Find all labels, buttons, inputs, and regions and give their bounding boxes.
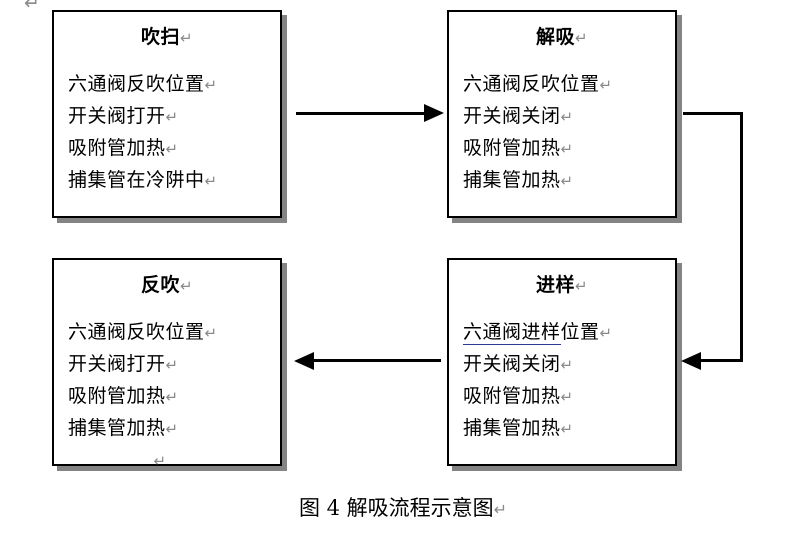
paragraph-mark: ↵: [204, 324, 218, 342]
flow-box-line: 捕集管加热↵: [68, 413, 280, 445]
flow-box-line-text: 开关阀关闭: [463, 105, 561, 127]
flow-box-line-text-underlined: 六通阀进样: [463, 321, 561, 345]
paragraph-mark: ↵: [560, 172, 574, 190]
flow-box-line: 捕集管在冷阱中↵: [68, 165, 280, 197]
paragraph-mark: ↵: [599, 324, 613, 342]
flow-box-title: 反吹↵: [54, 276, 280, 295]
flow-box-line: 开关阀关闭↵: [463, 101, 675, 133]
paragraph-mark: ↵: [204, 76, 218, 94]
connector-chui-sao-to-jie-xi-line: [296, 112, 424, 115]
connector-jin-yang-to-fan-chui-line: [313, 359, 441, 362]
flow-box-line: 捕集管加热↵: [463, 413, 675, 445]
flow-box-line-text: 六通阀反吹位置: [68, 321, 205, 343]
flow-box-line: 捕集管加热↵: [463, 165, 675, 197]
figure-caption: 图 4 解吸流程示意图↵: [0, 498, 806, 519]
flow-box-line: 六通阀反吹位置↵: [68, 69, 280, 101]
flow-box-line-text: 吸附管加热: [463, 385, 561, 407]
flow-box-title-text: 进样: [535, 274, 575, 296]
paragraph-mark: ↵: [165, 108, 179, 126]
flow-box-line-text: 捕集管加热: [463, 417, 561, 439]
flow-box-line-text: 吸附管加热: [68, 385, 166, 407]
flow-box-line-text: 捕集管加热: [463, 169, 561, 191]
flow-box-title: 吹扫↵: [54, 28, 280, 47]
flow-box-line-text: 六通阀反吹位置: [463, 73, 600, 95]
paragraph-mark: ↵: [493, 500, 508, 519]
paragraph-mark: ↵: [560, 108, 574, 126]
paragraph-mark: ↵: [165, 356, 179, 374]
flow-box-line: 吸附管加热↵: [68, 381, 280, 413]
flow-box-empty-line: ↵: [68, 445, 280, 477]
flow-box-line-text: 捕集管在冷阱中: [68, 169, 205, 191]
paragraph-mark: ↵: [165, 388, 179, 406]
flow-box-lines: 六通阀反吹位置↵ 开关阀打开↵ 吸附管加热↵ 捕集管加热↵ ↵: [54, 317, 280, 477]
flow-box-chui-sao[interactable]: 吹扫↵ 六通阀反吹位置↵ 开关阀打开↵ 吸附管加热↵ 捕集管在冷阱中↵: [52, 10, 282, 218]
flow-box-line-text: 开关阀关闭: [463, 353, 561, 375]
flow-box-lines: 六通阀反吹位置↵ 开关阀打开↵ 吸附管加热↵ 捕集管在冷阱中↵: [54, 69, 280, 197]
flow-box-line: 六通阀进样位置↵: [463, 317, 675, 349]
flow-box-jie-xi[interactable]: 解吸↵ 六通阀反吹位置↵ 开关阀关闭↵ 吸附管加热↵ 捕集管加热↵: [447, 10, 677, 218]
flow-box-line: 开关阀打开↵: [68, 101, 280, 133]
paragraph-mark: ↵: [560, 140, 574, 158]
stray-paragraph-mark: ↵: [24, 0, 40, 14]
flow-box-line: 吸附管加热↵: [463, 381, 675, 413]
flow-box-line: 开关阀打开↵: [68, 349, 280, 381]
flow-box-line-text: 吸附管加热: [68, 137, 166, 159]
paragraph-mark: ↵: [179, 29, 194, 47]
connector-jie-xi-to-jin-yang-segment-top: [683, 112, 743, 115]
flow-box-title: 解吸↵: [449, 28, 675, 47]
flow-box-line-text-tail: 位置: [560, 321, 600, 343]
flow-box-lines: 六通阀反吹位置↵ 开关阀关闭↵ 吸附管加热↵ 捕集管加热↵: [449, 69, 675, 197]
flow-box-title-text: 解吸: [535, 26, 575, 48]
connector-jin-yang-to-fan-chui-arrowhead: [294, 352, 314, 370]
flow-box-line-text: 六通阀反吹位置: [68, 73, 205, 95]
paragraph-mark: ↵: [560, 420, 574, 438]
flow-box-title-text: 吹扫: [140, 26, 180, 48]
flow-box-jin-yang[interactable]: 进样↵ 六通阀进样位置↵ 开关阀关闭↵ 吸附管加热↵ 捕集管加热↵: [447, 258, 677, 466]
connector-jie-xi-to-jin-yang-arrowhead: [681, 352, 701, 370]
flow-box-line: 吸附管加热↵: [463, 133, 675, 165]
connector-chui-sao-to-jie-xi-arrowhead: [424, 104, 444, 122]
paragraph-mark: ↵: [179, 277, 194, 295]
connector-jie-xi-to-jin-yang-segment-bottom: [700, 359, 743, 362]
flow-box-line: 开关阀关闭↵: [463, 349, 675, 381]
flow-box-line-text: 捕集管加热: [68, 417, 166, 439]
flow-box-line: 六通阀反吹位置↵: [463, 69, 675, 101]
flow-box-lines: 六通阀进样位置↵ 开关阀关闭↵ 吸附管加热↵ 捕集管加热↵: [449, 317, 675, 445]
flow-box-fan-chui[interactable]: 反吹↵ 六通阀反吹位置↵ 开关阀打开↵ 吸附管加热↵ 捕集管加热↵ ↵: [52, 258, 282, 470]
flow-box-line-text: 吸附管加热: [463, 137, 561, 159]
flow-box-line: 六通阀反吹位置↵: [68, 317, 280, 349]
flow-box-title-text: 反吹: [140, 274, 180, 296]
paragraph-mark: ↵: [574, 29, 589, 47]
paragraph-mark: ↵: [599, 76, 613, 94]
flow-box-line-text: 开关阀打开: [68, 353, 166, 375]
paragraph-mark: ↵: [574, 277, 589, 295]
flow-box-line: 吸附管加热↵: [68, 133, 280, 165]
flow-box-title: 进样↵: [449, 276, 675, 295]
flow-box-line-text: 开关阀打开: [68, 105, 166, 127]
paragraph-mark: ↵: [153, 452, 167, 470]
figure-caption-text: 图 4 解吸流程示意图: [298, 496, 494, 520]
paragraph-mark: ↵: [165, 420, 179, 438]
paragraph-mark: ↵: [204, 172, 218, 190]
paragraph-mark: ↵: [560, 356, 574, 374]
connector-jie-xi-to-jin-yang-segment-right: [740, 112, 743, 362]
paragraph-mark: ↵: [165, 140, 179, 158]
paragraph-mark: ↵: [560, 388, 574, 406]
